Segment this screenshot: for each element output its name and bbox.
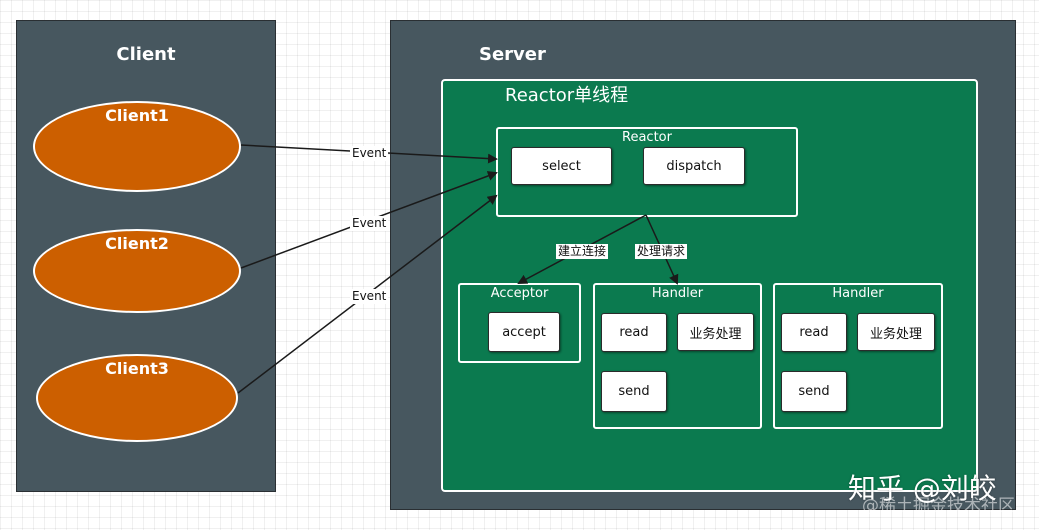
reactor-thread-title: Reactor单线程 [505, 85, 629, 106]
handler-2-business-button[interactable]: 业务处理 [857, 313, 935, 351]
client-panel-title: Client [116, 44, 176, 65]
handler-box-2-title: Handler [832, 286, 884, 301]
handler-1-send-button[interactable]: send [601, 371, 667, 412]
event-label-2: Event [350, 216, 389, 231]
handler-2-read-button[interactable]: read [781, 313, 847, 352]
acceptor-box-title: Acceptor [490, 286, 549, 301]
handler-box-1-title: Handler [651, 286, 704, 301]
acceptor-box: Acceptor [458, 283, 581, 363]
request-label: 处理请求 [635, 244, 688, 259]
select-button[interactable]: select [511, 147, 612, 185]
client2-node: Client2 [33, 229, 241, 313]
client3-label: Client3 [105, 359, 169, 378]
handler-box-2: Handler [773, 283, 943, 429]
event-label-1: Event [350, 146, 389, 161]
connect-label: 建立连接 [556, 244, 609, 259]
server-panel-title: Server [479, 44, 546, 65]
dispatch-button[interactable]: dispatch [643, 147, 745, 185]
handler-1-business-button[interactable]: 业务处理 [677, 313, 754, 351]
client2-label: Client2 [105, 234, 169, 253]
juejin-watermark: @稀土掘金技术社区 [862, 496, 1015, 516]
accept-button[interactable]: accept [488, 312, 560, 352]
client1-label: Client1 [105, 106, 169, 125]
handler-2-send-button[interactable]: send [781, 371, 847, 412]
zhihu-watermark: 知乎 @刘皎 [848, 472, 997, 505]
handler-1-read-button[interactable]: read [601, 313, 667, 352]
reactor-box-title: Reactor [622, 130, 672, 145]
client1-node: Client1 [33, 101, 241, 192]
event-label-3: Event [350, 289, 389, 304]
client3-node: Client3 [36, 354, 238, 442]
